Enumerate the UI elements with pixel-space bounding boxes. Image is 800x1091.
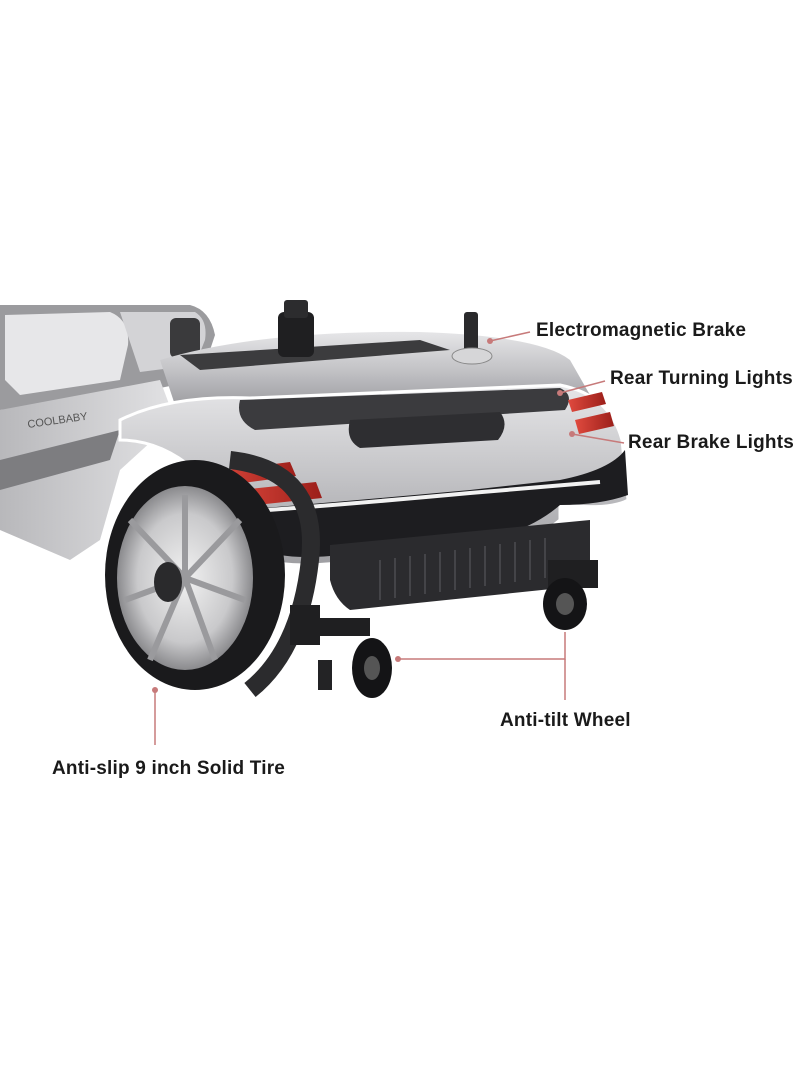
label-electromagnetic-brake: Electromagnetic Brake [536, 320, 747, 341]
label-anti-tilt-wheel: Anti-tilt Wheel [500, 710, 631, 731]
rear-deck [160, 300, 590, 405]
label-rear-brake-lights: Rear Brake Lights [628, 432, 795, 453]
rear-wheel [105, 451, 320, 698]
seat-area [0, 305, 215, 410]
callout-lines [154, 331, 625, 745]
anti-tilt-wheel-right [543, 560, 598, 630]
vent-grille [379, 538, 546, 600]
anti-tilt-wheel-left [290, 605, 392, 698]
label-rear-turning-lights: Rear Turning Lights [610, 368, 793, 389]
callout-dots [152, 338, 575, 693]
label-solid-tire: Anti-slip 9 inch Solid Tire [52, 758, 286, 779]
rear-shell [118, 383, 630, 610]
rear-right-lights [568, 392, 614, 434]
